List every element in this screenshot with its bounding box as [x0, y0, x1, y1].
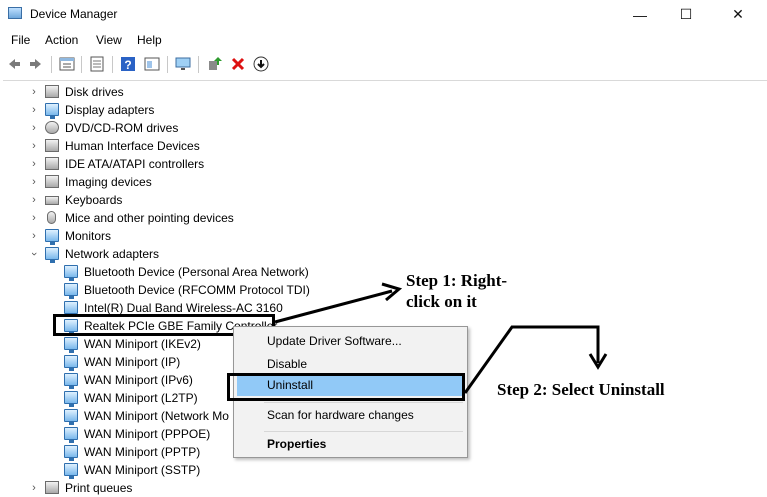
tree-label: Keyboards: [65, 193, 123, 207]
ide-icon: [45, 157, 59, 170]
chevron-right-icon[interactable]: ›: [32, 230, 36, 242]
network-adapter-icon: [64, 355, 78, 371]
mouse-icon: [47, 211, 56, 224]
monitor-icon: [45, 229, 59, 245]
menu-item-properties[interactable]: Properties: [267, 437, 327, 451]
tree-label: Print queues: [65, 481, 133, 495]
network-adapter-icon: [64, 373, 78, 389]
tree-label: WAN Miniport (IKEv2): [84, 337, 201, 351]
menu-help[interactable]: Help: [137, 33, 162, 47]
dvd-icon: [45, 121, 59, 134]
toolbar: ?: [0, 51, 767, 78]
menu-action[interactable]: Action: [45, 33, 79, 47]
tree-label: WAN Miniport (PPTP): [84, 445, 201, 459]
network-adapter-icon: [64, 283, 78, 299]
disk-icon: [45, 85, 59, 98]
download-icon[interactable]: [253, 56, 269, 72]
device-tree: [3, 80, 767, 492]
menu-item-update-driver[interactable]: Update Driver Software...: [267, 334, 402, 348]
display-icon: [45, 103, 59, 119]
chevron-right-icon[interactable]: ›: [32, 86, 36, 98]
network-adapter-icon: [64, 391, 78, 407]
chevron-right-icon[interactable]: ›: [32, 140, 36, 152]
camera-icon: [45, 175, 59, 188]
network-adapter-icon: [64, 463, 78, 479]
menu-bar: File Action View Help: [0, 29, 767, 51]
menu-view[interactable]: View: [96, 33, 122, 47]
menu-separator: [264, 402, 463, 403]
tree-label: WAN Miniport (SSTP): [84, 463, 201, 477]
window-title: Device Manager: [30, 7, 118, 21]
keyboard-icon: [45, 196, 59, 205]
title-bar: Device Manager — ☐ ✕: [0, 0, 767, 29]
step1-annotation-line1: Step 1: Right-: [406, 271, 508, 290]
chevron-right-icon[interactable]: ›: [32, 158, 36, 170]
menu-separator: [264, 431, 463, 432]
tree-label: Imaging devices: [65, 175, 152, 189]
chevron-right-icon[interactable]: ›: [32, 482, 36, 494]
chevron-right-icon[interactable]: ›: [32, 212, 36, 224]
tree-label: Realtek PCIe GBE Family Controller: [84, 319, 278, 333]
tree-label: WAN Miniport (IPv6): [84, 373, 193, 387]
menu-item-scan-hardware[interactable]: Scan for hardware changes: [267, 408, 414, 422]
tree-label: WAN Miniport (Network Mo: [84, 409, 229, 423]
tree-label: IDE ATA/ATAPI controllers: [65, 157, 205, 171]
tree-label: WAN Miniport (IP): [84, 355, 181, 369]
tree-label: Display adapters: [65, 103, 155, 117]
monitor-icon[interactable]: [175, 56, 191, 72]
chevron-right-icon[interactable]: ›: [32, 194, 36, 206]
menu-item-highlight: [237, 375, 462, 396]
tree-label: Intel(R) Dual Band Wireless-AC 3160: [84, 301, 283, 315]
device-manager-icon: [8, 7, 22, 19]
chevron-right-icon[interactable]: ›: [32, 104, 36, 116]
tree-label: Bluetooth Device (Personal Area Network): [84, 265, 309, 279]
network-adapter-icon: [64, 265, 78, 281]
uninstall-icon[interactable]: [230, 56, 246, 72]
tree-label: WAN Miniport (PPPOE): [84, 427, 211, 441]
forward-icon[interactable]: [28, 56, 44, 72]
network-adapter-icon: [64, 319, 78, 335]
tree-label: DVD/CD-ROM drives: [65, 121, 179, 135]
chevron-right-icon[interactable]: ›: [32, 176, 36, 188]
add-driver-icon[interactable]: [207, 56, 223, 72]
menu-item-disable[interactable]: Disable: [267, 357, 308, 371]
step1-annotation-line2: click on it: [406, 292, 477, 311]
chevron-down-icon[interactable]: ›: [28, 252, 40, 256]
properties-icon[interactable]: [59, 56, 75, 72]
back-icon[interactable]: [6, 56, 22, 72]
maximize-button[interactable]: ☐: [679, 6, 693, 22]
update-icon[interactable]: [89, 56, 105, 72]
tree-label: Disk drives: [65, 85, 124, 99]
tree-label: Network adapters: [65, 247, 160, 261]
close-button[interactable]: ✕: [732, 6, 744, 22]
chevron-right-icon[interactable]: ›: [32, 122, 36, 134]
uninstall-highlight-box: [227, 373, 465, 401]
network-adapter-icon: [64, 301, 78, 317]
network-adapter-icon: [64, 409, 78, 425]
network-adapter-icon: [64, 445, 78, 461]
tree-label: Mice and other pointing devices: [65, 211, 234, 225]
svg-text:?: ?: [124, 58, 131, 72]
hid-icon: [45, 139, 59, 152]
menu-item-uninstall[interactable]: Uninstall: [267, 378, 314, 392]
context-menu: Update Driver Software... Disable Uninst…: [233, 326, 468, 458]
menu-file[interactable]: File: [11, 33, 31, 47]
tree-label: Human Interface Devices: [65, 139, 200, 153]
view-icon[interactable]: [144, 56, 160, 72]
minimize-button[interactable]: —: [633, 6, 647, 23]
network-icon: [45, 247, 59, 263]
tree-label: WAN Miniport (L2TP): [84, 391, 198, 405]
network-adapter-icon: [64, 427, 78, 443]
printer-icon: [45, 481, 59, 494]
step2-annotation: Step 2: Select Uninstall: [497, 380, 665, 399]
tree-label: Bluetooth Device (RFCOMM Protocol TDI): [84, 283, 310, 297]
tree-label: Monitors: [65, 229, 112, 243]
help-icon[interactable]: ?: [120, 56, 136, 72]
network-adapter-icon: [64, 337, 78, 353]
selection-highlight-box: [53, 314, 275, 336]
